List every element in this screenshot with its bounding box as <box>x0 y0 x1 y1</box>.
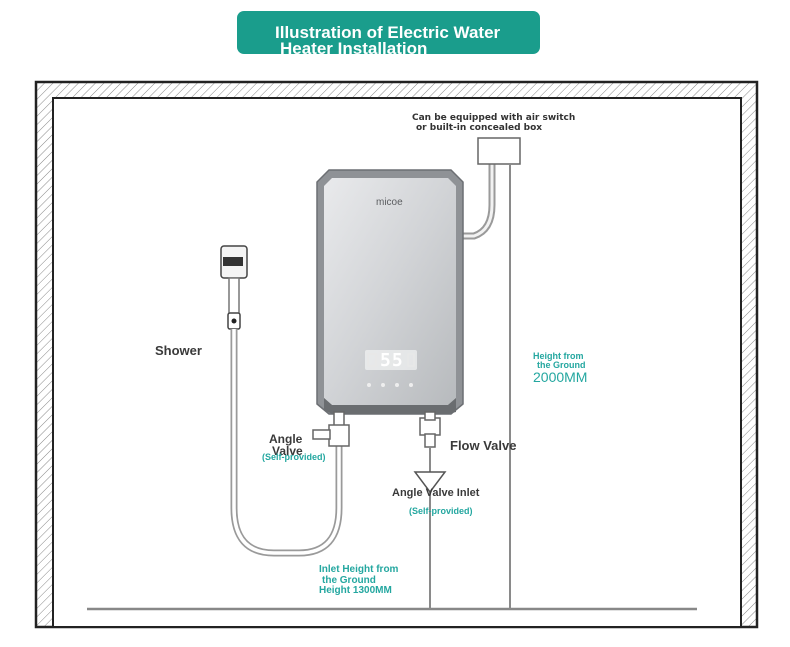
title-line-2: Heater Installation <box>280 39 428 58</box>
title-line-1: Illustration of Electric Water <box>275 23 501 42</box>
breaker-box <box>477 137 521 165</box>
angle-valve-label-2: Valve <box>272 444 303 458</box>
breaker-note-line-1: Can be equipped with air switch <box>412 113 576 123</box>
height-value: 2000MM <box>533 369 588 385</box>
power-cable <box>461 163 496 240</box>
heater-brand: micoe <box>376 197 403 208</box>
flow-valve-label: Flow Valve <box>450 438 517 453</box>
inlet-valve-label: Angle Valve Inlet <box>392 487 480 499</box>
angle-valve-label-1: Angle <box>269 432 303 446</box>
shower-label: Shower <box>155 343 202 358</box>
water-heater <box>316 169 464 415</box>
inlet-height-label-3: Height 1300MM <box>319 585 392 596</box>
heater-display <box>365 350 417 370</box>
shower-hose <box>230 329 343 557</box>
inlet-height-label-1: Inlet Height from <box>319 564 399 575</box>
height-label-1: Height from <box>533 351 584 361</box>
inlet-valve <box>413 471 447 494</box>
shower-head <box>220 245 248 330</box>
height-label-2: the Ground <box>537 360 586 370</box>
inlet-height-label-2: the Ground <box>322 575 376 586</box>
diagram-title: Illustration of Electric Water Heater In… <box>237 11 540 58</box>
angle-valve <box>312 411 350 447</box>
inlet-valve-self-provided: (Self-provided) <box>409 506 473 516</box>
heater-buttons <box>367 383 413 387</box>
breaker-note: Can be equipped with air switch or built… <box>412 113 575 133</box>
breaker-note-line-2: or built-in concealed box <box>416 123 543 133</box>
angle-valve-self-provided: (Self-provided) <box>262 452 326 462</box>
heater-temperature: 55 <box>380 350 404 371</box>
flow-valve <box>419 411 441 448</box>
